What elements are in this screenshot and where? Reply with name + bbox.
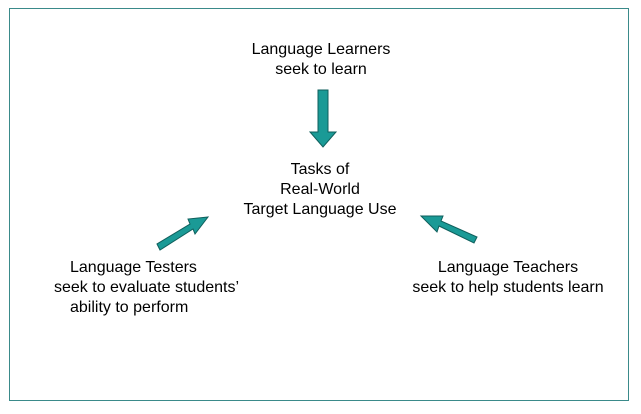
center-line-3: Target Language Use xyxy=(243,201,397,218)
teachers-subtitle: seek to help students learn xyxy=(412,279,604,296)
center-line-2: Real-World xyxy=(280,181,360,198)
testers-subtitle-2: ability to perform xyxy=(70,299,189,316)
learners-subtitle: seek to learn xyxy=(275,61,367,78)
testers-subtitle-1: seek to evaluate students’ xyxy=(54,279,240,296)
diagram-frame xyxy=(9,8,629,401)
down-arrow-icon xyxy=(308,89,338,148)
testers-label: Language Testers seek to evaluate studen… xyxy=(54,258,274,318)
up-left-arrow-icon xyxy=(419,215,478,244)
center-line-1: Tasks of xyxy=(290,161,350,178)
up-right-arrow-icon xyxy=(156,216,210,251)
testers-title: Language Testers xyxy=(70,259,197,276)
learners-title: Language Learners xyxy=(251,41,391,58)
center-tasks-label: Tasks of Real-World Target Language Use xyxy=(220,160,420,220)
teachers-label: Language Teachers seek to help students … xyxy=(398,258,618,298)
learners-label: Language Learners seek to learn xyxy=(221,40,421,80)
teachers-title: Language Teachers xyxy=(437,259,579,276)
